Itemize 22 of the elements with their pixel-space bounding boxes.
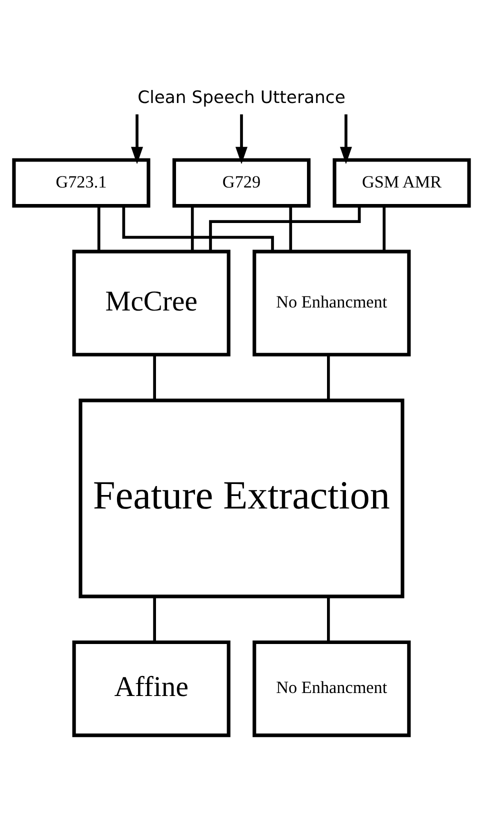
node-box: GSM AMR — [332, 158, 471, 208]
connector — [122, 206, 274, 252]
connector — [190, 206, 194, 252]
connector — [327, 596, 330, 642]
connector — [327, 354, 330, 400]
connector — [209, 206, 361, 252]
connector — [382, 206, 386, 252]
node-box: G723.1 — [12, 158, 150, 208]
node-box: G729 — [172, 158, 311, 208]
node-box: Affine — [72, 640, 230, 738]
node-box: No Enhancment — [252, 640, 411, 738]
node-box: Feature Extraction — [78, 398, 404, 598]
arrow — [340, 114, 352, 164]
connector — [153, 596, 156, 642]
node-box: McCree — [72, 250, 230, 356]
connector — [97, 206, 100, 252]
arrow — [235, 114, 248, 164]
node-box: No Enhancment — [252, 250, 411, 356]
node-text: Clean Speech Utterance — [138, 88, 346, 108]
arrow — [131, 114, 144, 164]
connector — [153, 354, 156, 400]
connector — [289, 206, 292, 252]
